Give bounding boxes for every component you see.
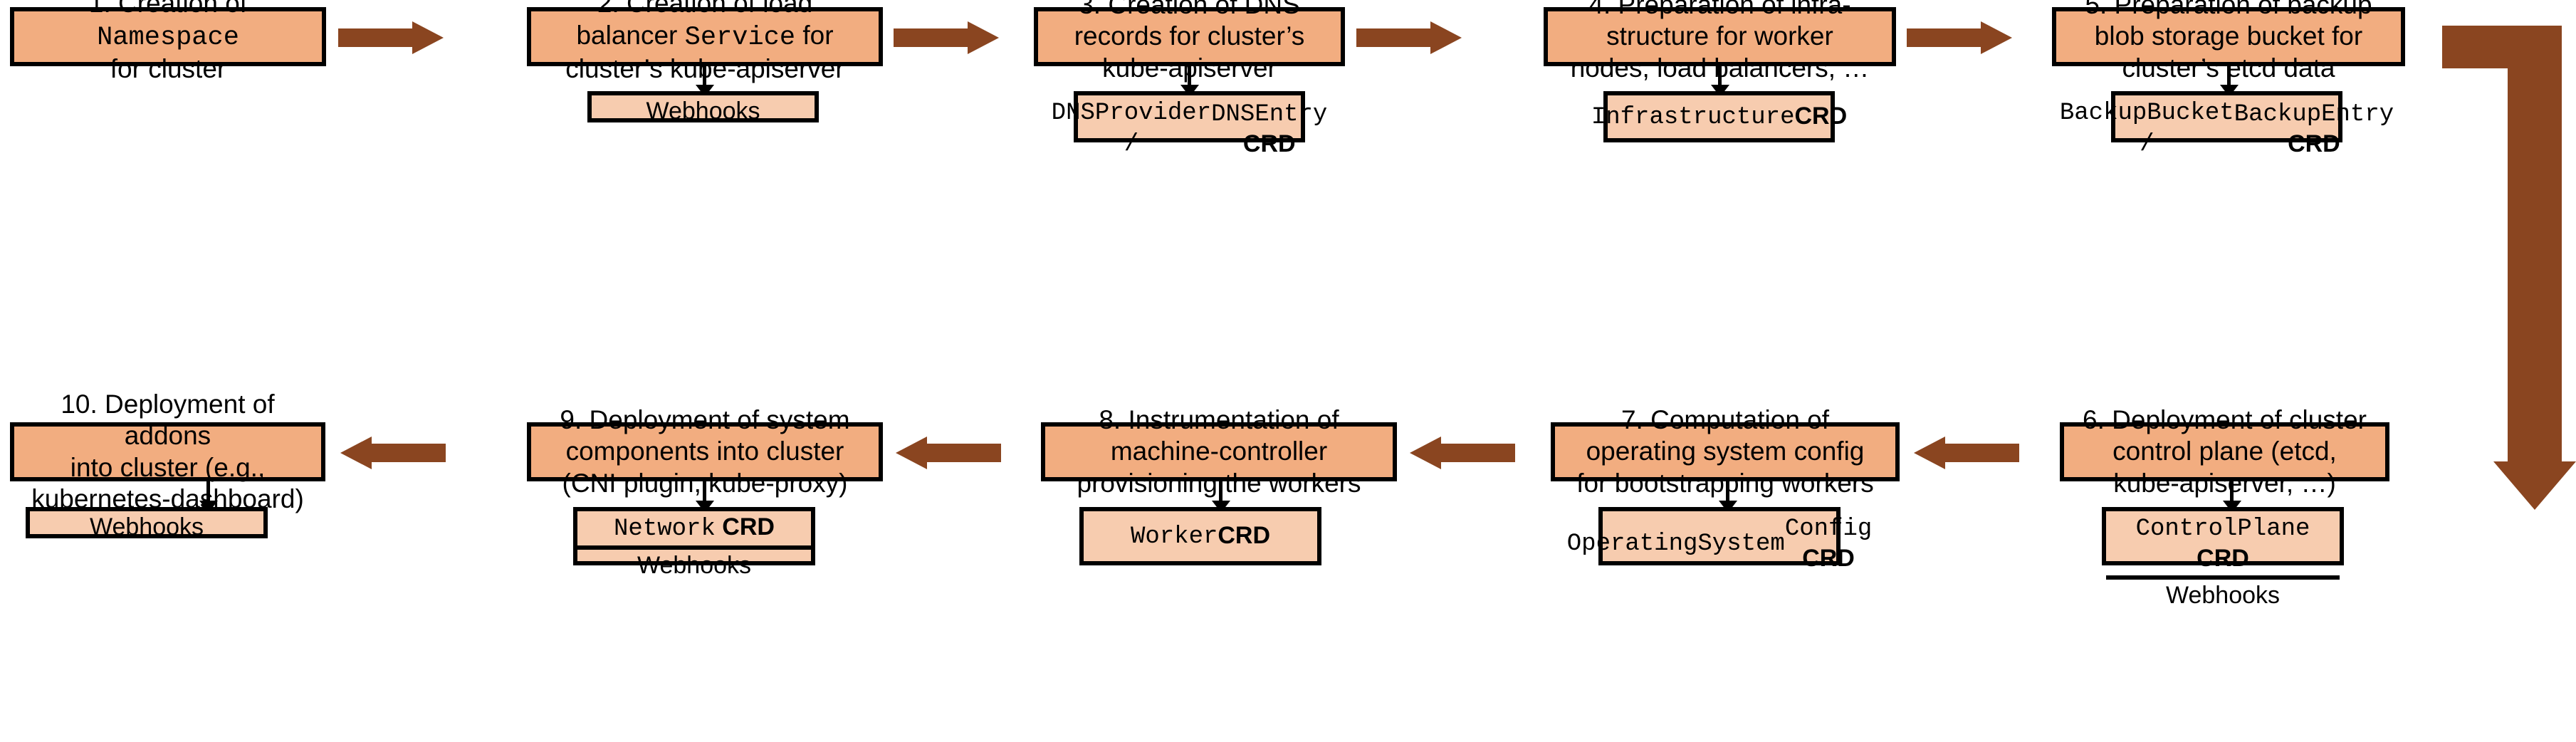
connector-step-8 bbox=[1219, 481, 1222, 505]
artifact-cell: DNSProvider /DNSEntry CRD bbox=[1051, 100, 1328, 159]
arrow-right-icon-2-to-3 bbox=[894, 21, 999, 54]
connector-step-5 bbox=[2227, 66, 2231, 89]
connector-step-3 bbox=[1188, 66, 1191, 89]
arrow-elbow-icon-5-to-6 bbox=[2442, 26, 2576, 510]
arrow-left-icon-6-to-7 bbox=[1914, 437, 2019, 469]
connector-step-9 bbox=[703, 481, 706, 505]
connector-step-2 bbox=[703, 66, 706, 89]
artifact-box-step-2[interactable]: Webhooks bbox=[587, 91, 819, 125]
artifact-box-step-6[interactable]: ControlPlane CRD Webhooks bbox=[2102, 507, 2344, 609]
artifact-box-step-5[interactable]: BackupBucket /BackupEntry CRD bbox=[2060, 91, 2394, 158]
connector-step-7 bbox=[1726, 481, 1729, 505]
artifact-box-step-3[interactable]: DNSProvider /DNSEntry CRD bbox=[1052, 91, 1327, 158]
artifact-box-step-9[interactable]: Network CRD Webhooks bbox=[573, 507, 815, 579]
arrow-left-icon-7-to-8 bbox=[1410, 437, 1515, 469]
arrow-left-icon-8-to-9 bbox=[896, 437, 1001, 469]
step-box-4[interactable]: 4. Preparation of infra-structure for wo… bbox=[1544, 0, 1896, 83]
connector-step-10 bbox=[206, 481, 210, 505]
arrow-right-icon-1-to-2 bbox=[338, 21, 444, 54]
artifact-cell: Network CRD bbox=[614, 513, 775, 543]
connector-step-4 bbox=[1718, 66, 1722, 89]
artifact-cell: Webhooks bbox=[646, 98, 760, 125]
step-label-4: 4. Preparation of infra-structure for wo… bbox=[1570, 0, 1870, 83]
connector-step-6 bbox=[2230, 481, 2234, 505]
arrow-right-icon-3-to-4 bbox=[1356, 21, 1462, 54]
arrow-right-icon-4-to-5 bbox=[1907, 21, 2012, 54]
artifact-box-step-10[interactable]: Webhooks bbox=[26, 507, 268, 540]
artifact-cell: Webhooks bbox=[577, 545, 811, 582]
artifact-cell: Webhooks bbox=[89, 513, 204, 540]
artifact-cell: ControlPlane CRD bbox=[2135, 516, 2310, 573]
artifact-cell: BackupBucket /BackupEntry CRD bbox=[2059, 100, 2394, 159]
arrow-left-icon-9-to-10 bbox=[340, 437, 446, 469]
artifact-cell: Webhooks bbox=[2106, 575, 2340, 612]
